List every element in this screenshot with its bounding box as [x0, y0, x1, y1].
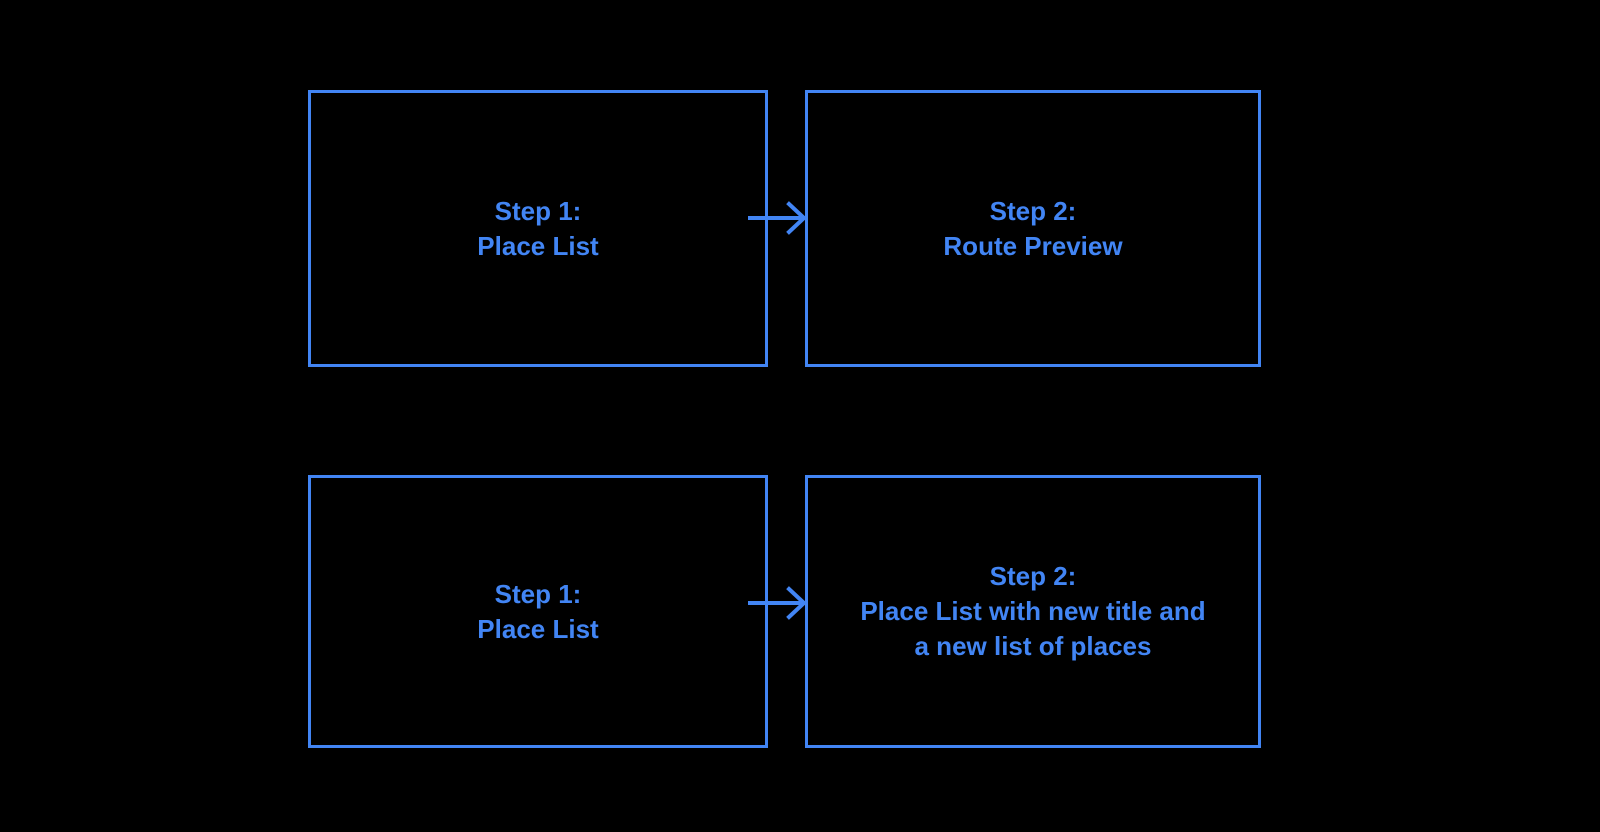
flow-route-preview: Step 1: Place List Step 2: Route Preview: [0, 90, 1600, 367]
step-box-1-bottom-label: Step 1: Place List: [477, 578, 599, 644]
step-box-2-top-label: Step 2: Route Preview: [943, 195, 1123, 261]
step-box-2-top[interactable]: Step 2: Route Preview: [805, 90, 1261, 367]
step-box-2-bottom[interactable]: Step 2: Place List with new title and a …: [805, 475, 1261, 748]
step-box-2-bottom-label: Step 2: Place List with new title and a …: [860, 561, 1206, 661]
step-box-1-bottom[interactable]: Step 1: Place List: [308, 475, 768, 748]
step-box-1-top[interactable]: Step 1: Place List: [308, 90, 768, 367]
flow-place-list-update: Step 1: Place List Step 2: Place List wi…: [0, 475, 1600, 748]
step-box-1-top-label: Step 1: Place List: [477, 195, 599, 261]
